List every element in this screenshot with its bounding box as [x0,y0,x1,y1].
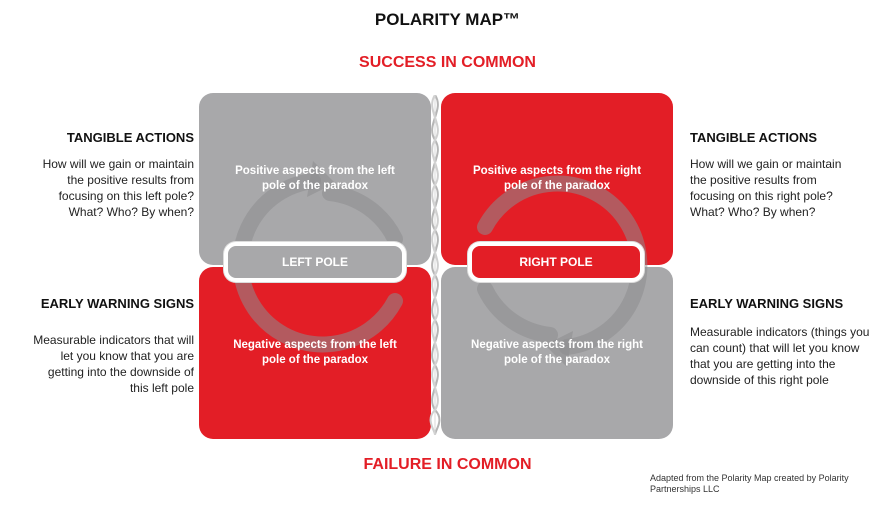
left-tangible-actions-text: How will we gain or maintain the positiv… [42,157,194,219]
success-in-common-label: SUCCESS IN COMMON [359,54,536,71]
left-early-warning-heading: EARLY WARNING SIGNS [40,296,194,311]
quadrant-top-right-text: Positive aspects from the right pole of … [472,165,642,192]
quadrant-bottom-right-text: Negative aspects from the right pole of … [471,339,643,366]
right-loop-arrowhead [545,331,573,367]
left-tangible-actions-heading: TANGIBLE ACTIONS [66,130,194,145]
left-loop-arc-top [232,173,403,353]
right-tangible-actions-heading: TANGIBLE ACTIONS [690,130,818,145]
quadrant-bottom-left-text: Negative aspects from the left pole of t… [233,339,397,366]
left-early-warning-text: Measurable indicators that will let you … [33,333,194,395]
failure-in-common-label: FAILURE IN COMMON [363,456,532,473]
center-helix-divider [429,95,441,435]
right-tangible-actions-text: How will we gain or maintain the positiv… [690,157,842,219]
left-loop-arrowhead [307,161,335,197]
left-loop-arc-inner [322,185,403,247]
left-pole-label: LEFT POLE [224,242,406,282]
page-title: POLARITY MAP™ [374,10,521,29]
attribution-credit: Adapted from the Polarity Map created by… [650,473,849,494]
right-loop-arc-bottom [477,175,648,355]
quadrant-top-left-text: Positive aspects from the left pole of t… [235,165,395,192]
right-loop-arc-inner [477,281,558,343]
right-early-warning-heading: EARLY WARNING SIGNS [690,296,844,311]
infinity-loop-arrows [232,161,648,367]
right-early-warning-text: Measurable indicators (things you can co… [690,325,870,387]
right-pole-label: RIGHT POLE [468,242,644,282]
